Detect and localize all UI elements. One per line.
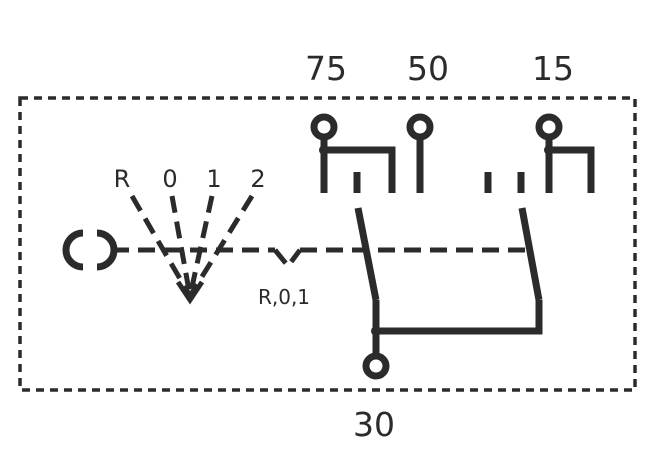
position-label-2: 2 xyxy=(250,165,265,193)
switch-blades xyxy=(354,207,543,355)
mode-label: R,0,1 xyxy=(258,285,310,309)
terminal-30-connector-icon xyxy=(362,352,390,380)
terminal-75-label: 75 xyxy=(305,49,347,88)
terminal-75-connector-icon xyxy=(310,113,338,141)
terminal-50-label: 50 xyxy=(407,49,449,88)
terminal-30-label: 30 xyxy=(353,405,395,444)
terminal-75-contact xyxy=(310,113,396,193)
position-label-R: R xyxy=(114,165,131,193)
terminal-50-connector-icon xyxy=(406,113,434,141)
switch-housing-dashed-box xyxy=(18,96,637,392)
position-selector-fan xyxy=(129,194,255,305)
selector-pivot-arrow-icon xyxy=(175,280,205,305)
position-label-1: 1 xyxy=(206,165,221,193)
mechanical-linkage-dashed xyxy=(112,247,530,271)
terminal-15-connector-icon xyxy=(535,113,563,141)
terminal-15-contact xyxy=(484,113,595,193)
terminal-15-label: 15 xyxy=(532,49,574,88)
terminal-50-contact xyxy=(406,113,434,193)
position-label-0: 0 xyxy=(162,165,177,193)
key-actuator-symbol xyxy=(62,229,118,271)
